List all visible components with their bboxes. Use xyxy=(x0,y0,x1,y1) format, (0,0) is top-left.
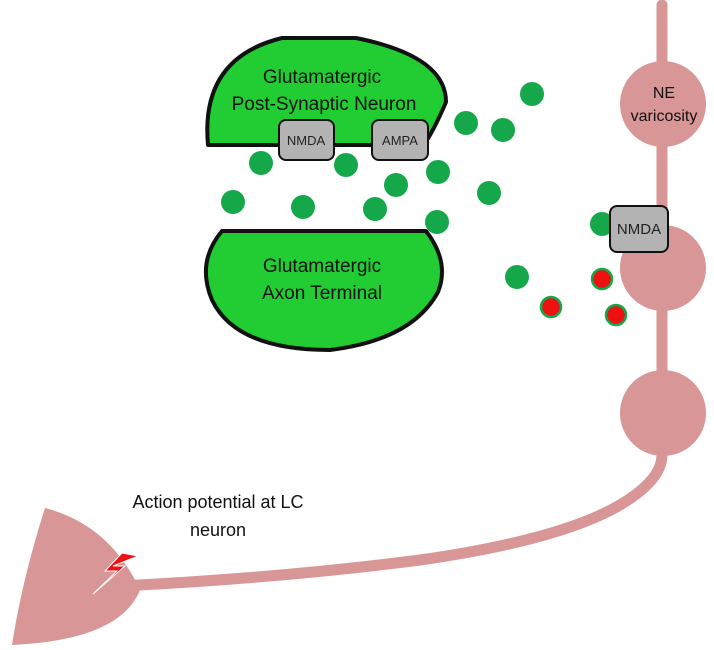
glutamate-vesicle xyxy=(425,210,449,234)
action-potential-label-line2: neuron xyxy=(190,520,246,540)
glutamate-vesicle xyxy=(363,197,387,221)
axon-terminal xyxy=(204,229,444,352)
ne-vesicles xyxy=(539,267,628,327)
glutamate-vesicle xyxy=(249,151,273,175)
varicosity-label-line2: varicosity xyxy=(631,108,698,125)
svg-text:AMPA: AMPA xyxy=(382,133,418,148)
axon-terminal-label-line2: Axon Terminal xyxy=(262,283,382,304)
post-synaptic-neuron xyxy=(205,36,448,147)
glutamate-vesicle xyxy=(221,190,245,214)
ampa-receptor: AMPA xyxy=(371,119,429,161)
lightning-bolt-icon xyxy=(92,552,140,595)
ne-vesicle xyxy=(604,303,628,327)
ne-varicosity xyxy=(620,61,706,147)
glutamate-vesicle xyxy=(590,212,614,236)
glutamate-vesicle xyxy=(426,160,450,184)
glutamate-vesicle xyxy=(291,195,315,219)
glutamate-vesicle xyxy=(334,153,358,177)
post-synaptic-label-line2: Post-Synaptic Neuron xyxy=(232,94,417,115)
glutamate-vesicle xyxy=(520,82,544,106)
glutamate-vesicle xyxy=(477,181,501,205)
glutamate-vesicle xyxy=(505,265,529,289)
nmda-receptor-left: NMDA xyxy=(278,119,335,161)
svg-text:NMDA: NMDA xyxy=(617,221,661,238)
glutamate-vesicles xyxy=(221,82,614,289)
post-synaptic-label-line1: Glutamatergic xyxy=(263,67,381,88)
varicosity-lower xyxy=(620,370,706,456)
lc-soma xyxy=(12,508,140,645)
glutamate-vesicle xyxy=(454,111,478,135)
action-potential-label-line1: Action potential at LC xyxy=(132,492,303,512)
glutamate-vesicle xyxy=(491,118,515,142)
ne-vesicle xyxy=(590,267,614,291)
glutamate-vesicle xyxy=(384,173,408,197)
lc-neuron xyxy=(12,0,668,645)
lc-axon xyxy=(114,0,668,592)
varicosity-label-line1: NE xyxy=(653,85,675,102)
svg-text:NMDA: NMDA xyxy=(287,133,326,148)
axon-terminal-label-line1: Glutamatergic xyxy=(263,256,381,277)
ne-vesicle xyxy=(539,295,563,319)
nmda-receptor-right: NMDA xyxy=(609,205,669,253)
